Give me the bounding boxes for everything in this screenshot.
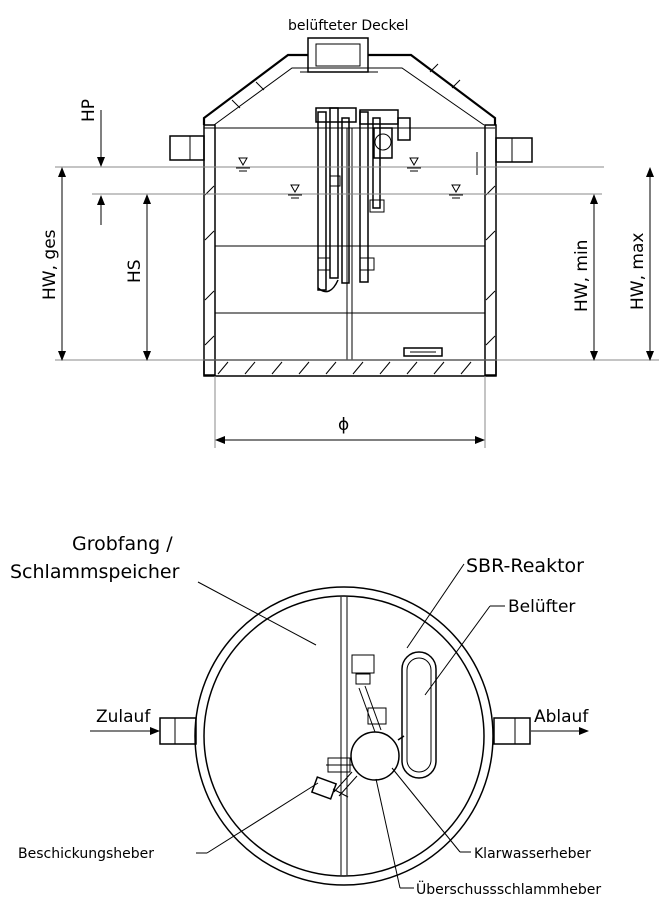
ablauf-pipe (493, 717, 589, 745)
hs-label: HS (125, 259, 145, 283)
ablauf-label: Ablauf (534, 707, 589, 727)
beschickungsheber-plan (310, 776, 349, 800)
hw-ges-label: HW, ges (40, 229, 60, 300)
lifter-pipework (315, 107, 411, 293)
aerated-lid (300, 37, 378, 73)
floor-hatching (217, 361, 472, 375)
zulauf-pipe (90, 717, 197, 745)
water-level-symbols (236, 157, 463, 199)
tank-walls (203, 124, 497, 377)
beschickungsheber-label: Beschickungsheber (18, 846, 154, 862)
outlet-pipe (476, 137, 533, 175)
hp-label: HP (79, 99, 99, 122)
plan-view: Grobfang / Schlammspeicher SBR-Reaktor B… (10, 533, 601, 898)
diffuser (403, 347, 443, 357)
hw-min-label: HW, min (572, 240, 592, 312)
section-view: belüfteter Deckel (40, 18, 659, 448)
belufteter-deckel-label: belüfteter Deckel (288, 18, 409, 34)
partition-wall-plan (340, 597, 348, 875)
schlammspeicher-label: Schlammspeicher (10, 561, 180, 583)
ueberschussschlammheber-label: Überschussschlammheber (416, 880, 601, 898)
lifter-hub-plan (326, 654, 405, 797)
grobfang-label: Grobfang / (72, 533, 173, 555)
sbr-reaktor-label: SBR-Reaktor (466, 555, 584, 577)
tank-plan-circle (194, 586, 494, 886)
belufter-label: Belüfter (508, 597, 575, 617)
klarwasserheber-label: Klarwasserheber (474, 846, 591, 862)
zulauf-label: Zulauf (96, 707, 151, 727)
inlet-pipe (169, 135, 205, 161)
leader-lines (196, 563, 505, 889)
hw-max-label: HW, max (628, 233, 648, 310)
dimension-lines (55, 110, 659, 448)
belufter-plan (401, 651, 437, 779)
diameter-label: ϕ (338, 415, 349, 435)
wall-hatching (204, 185, 496, 346)
